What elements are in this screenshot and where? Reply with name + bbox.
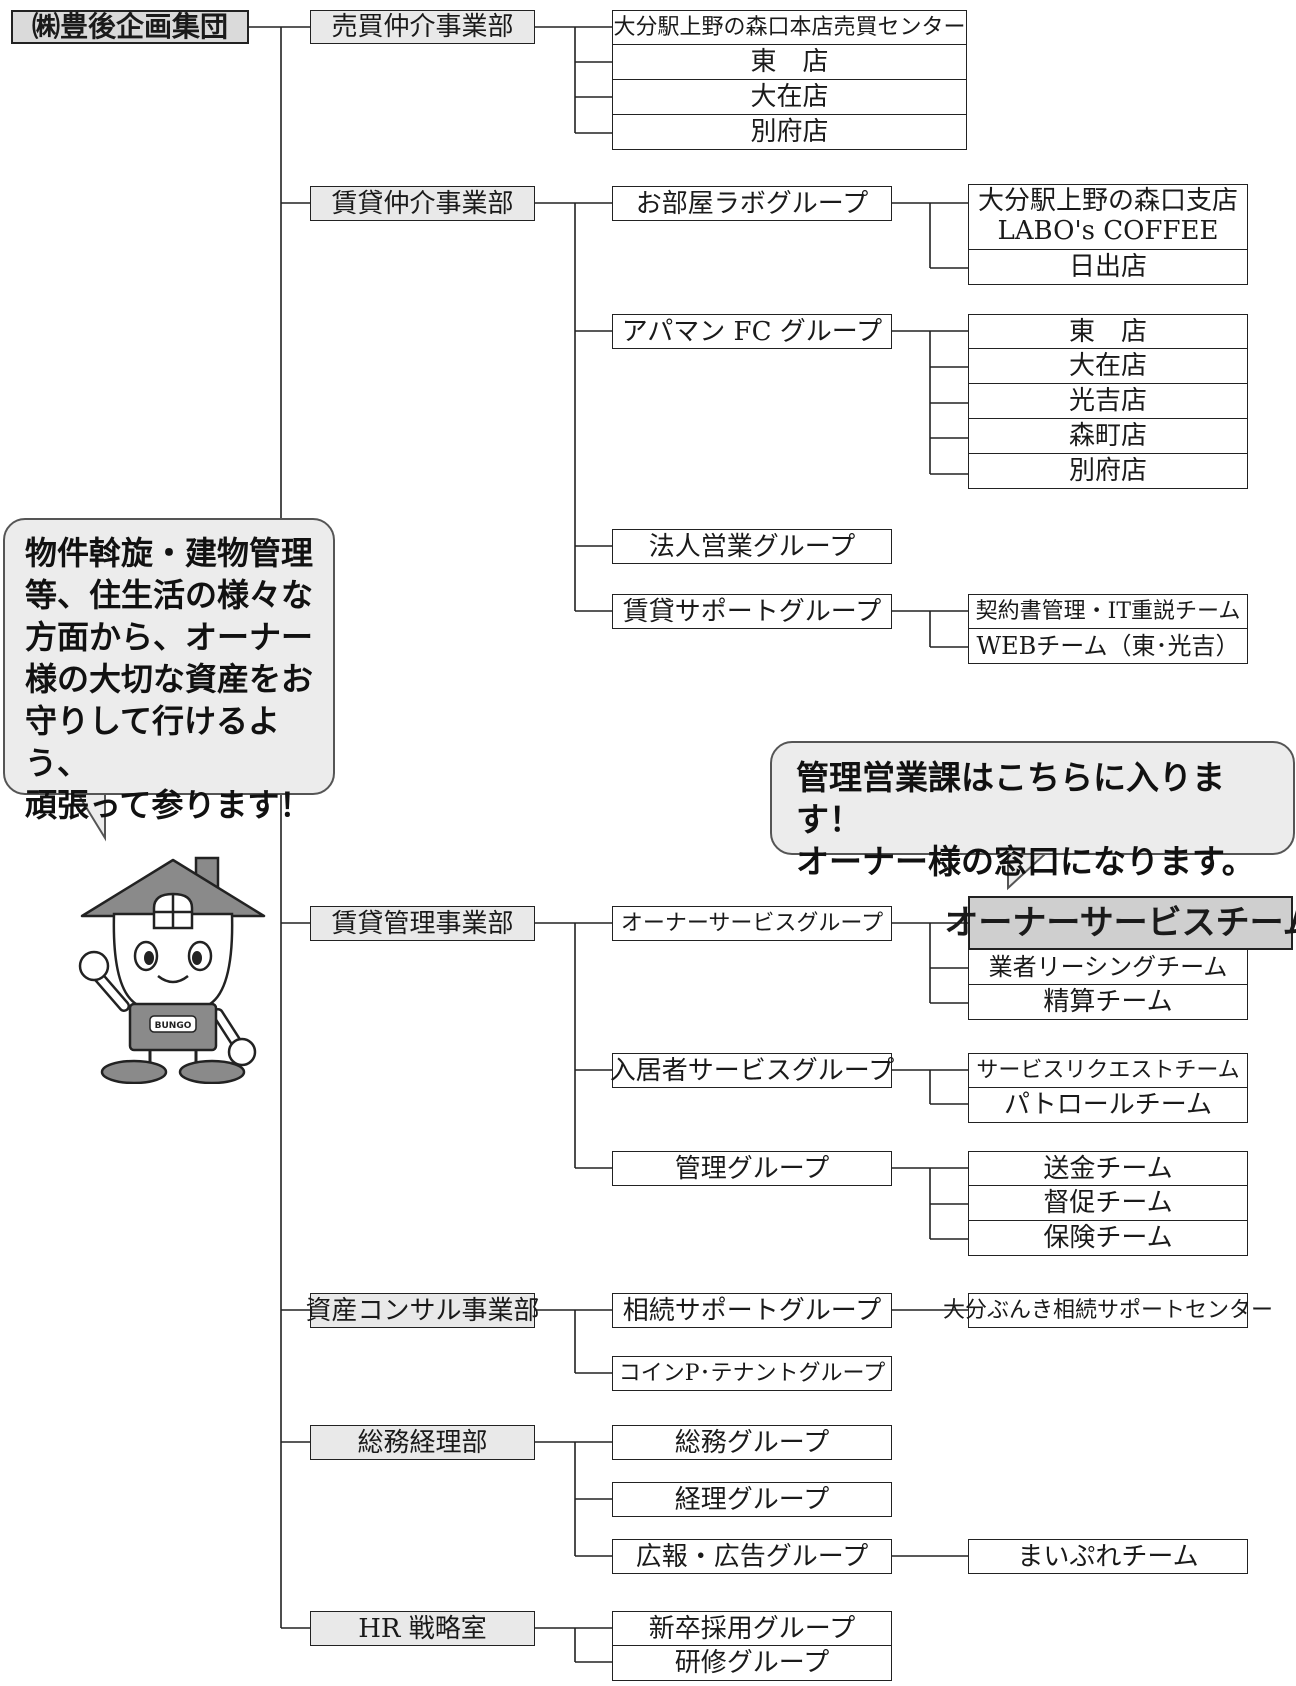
apaman-unit-beppu: 別府店 xyxy=(968,454,1248,489)
owner-service-team: オーナーサービスチーム xyxy=(944,896,1296,950)
admin-unit-insurance: 保険チーム xyxy=(968,1221,1248,1256)
group-new-graduate-hiring: 新卒採用グループ xyxy=(612,1611,892,1646)
group-general-affairs: 総務グループ xyxy=(612,1425,892,1460)
admin-unit-remittance: 送金チーム xyxy=(968,1151,1248,1186)
tenant-unit-request: サービスリクエストチーム xyxy=(968,1053,1248,1088)
group-tenant-service: 入居者サービスグループ xyxy=(610,1053,894,1088)
bubble-left-line-4: 様の大切な資産をお xyxy=(25,660,314,698)
bubble-left-line-3: 方面から、オーナー xyxy=(25,618,314,656)
group-rental-support: 賃貸サポートグループ xyxy=(612,594,892,629)
dept-general: 総務経理部 xyxy=(310,1425,535,1460)
support-unit-web: WEBチーム（東･光吉） xyxy=(968,629,1248,664)
apaman-unit-higashi: 東 店 xyxy=(968,314,1248,349)
group-coin-parking-tenant: コインP･テナントグループ xyxy=(612,1356,892,1391)
group-apaman-fc: アパマン FC グループ xyxy=(612,314,892,349)
dept-rental: 賃貸仲介事業部 xyxy=(310,186,535,221)
group-inheritance-support: 相続サポートグループ xyxy=(612,1293,892,1328)
group-corporate-sales: 法人営業グループ xyxy=(612,529,892,564)
speech-bubble-mascot: 物件斡旋・建物管理 等、住生活の様々な 方面から、オーナー 様の大切な資産をお … xyxy=(3,518,335,824)
house-mascot-icon: BUNGO xyxy=(78,856,266,1084)
tenant-unit-patrol: パトロールチーム xyxy=(968,1088,1248,1123)
mascot-shirt-logo: BUNGO xyxy=(155,1021,192,1031)
apaman-unit-ozai: 大在店 xyxy=(968,349,1248,384)
dept-management: 賃貸管理事業部 xyxy=(310,906,535,941)
general-unit-maipure: まいぷれチーム xyxy=(968,1539,1248,1574)
bubble-right-line-2: オーナー様の窓口になります。 xyxy=(796,842,1255,881)
org-root: ㈱豊後企画集団 xyxy=(11,10,249,44)
apaman-unit-mitsuyoshi: 光吉店 xyxy=(968,384,1248,419)
dept-asset: 資産コンサル事業部 xyxy=(306,1293,540,1328)
asset-unit-inheritance-center: 大分ぶんき相続サポートセンター xyxy=(943,1293,1273,1328)
oheya-unit-ueno: 大分駅上野の森口支店 LABO's COFFEE xyxy=(968,184,1248,250)
owner-unit-settlement: 精算チーム xyxy=(968,985,1248,1020)
support-unit-contract: 契約書管理・IT重説チーム xyxy=(968,594,1248,629)
oheya-unit-ueno-line2: LABO's COFFEE xyxy=(997,216,1219,246)
sales-unit-ozai: 大在店 xyxy=(612,80,967,115)
apaman-unit-morimachi: 森町店 xyxy=(968,419,1248,454)
admin-unit-collection: 督促チーム xyxy=(968,1186,1248,1221)
owner-unit-leasing: 業者リーシングチーム xyxy=(968,950,1248,985)
group-admin: 管理グループ xyxy=(612,1151,892,1186)
dept-sales: 売買仲介事業部 xyxy=(310,10,535,44)
group-oheya-labo: お部屋ラボグループ xyxy=(612,186,892,221)
bubble-left-line-5: 守りして行けるよう、 xyxy=(25,702,281,782)
sales-unit-beppu: 別府店 xyxy=(612,115,967,150)
group-pr-advertising: 広報・広告グループ xyxy=(612,1539,892,1574)
bubble-left-line-6: 頑張って参ります！ xyxy=(25,786,312,824)
speech-bubble-management-sales: 管理営業課はこちらに入ります！ オーナー様の窓口になります。 xyxy=(770,741,1295,881)
sales-unit-honten: 大分駅上野の森口本店売買センター xyxy=(612,10,967,45)
sales-unit-higashi: 東 店 xyxy=(612,45,967,80)
dept-hr: HR 戦略室 xyxy=(310,1611,535,1646)
oheya-unit-ueno-line1: 大分駅上野の森口支店 xyxy=(977,186,1238,217)
group-accounting: 経理グループ xyxy=(612,1482,892,1517)
group-owner-service: オーナーサービスグループ xyxy=(612,906,892,941)
bubble-left-line-2: 等、住生活の様々な xyxy=(25,576,314,614)
group-training: 研修グループ xyxy=(612,1646,892,1681)
bubble-left-line-1: 物件斡旋・建物管理 xyxy=(25,534,314,572)
bubble-right-line-1: 管理営業課はこちらに入ります！ xyxy=(796,758,1225,839)
oheya-unit-hiji: 日出店 xyxy=(968,250,1248,285)
